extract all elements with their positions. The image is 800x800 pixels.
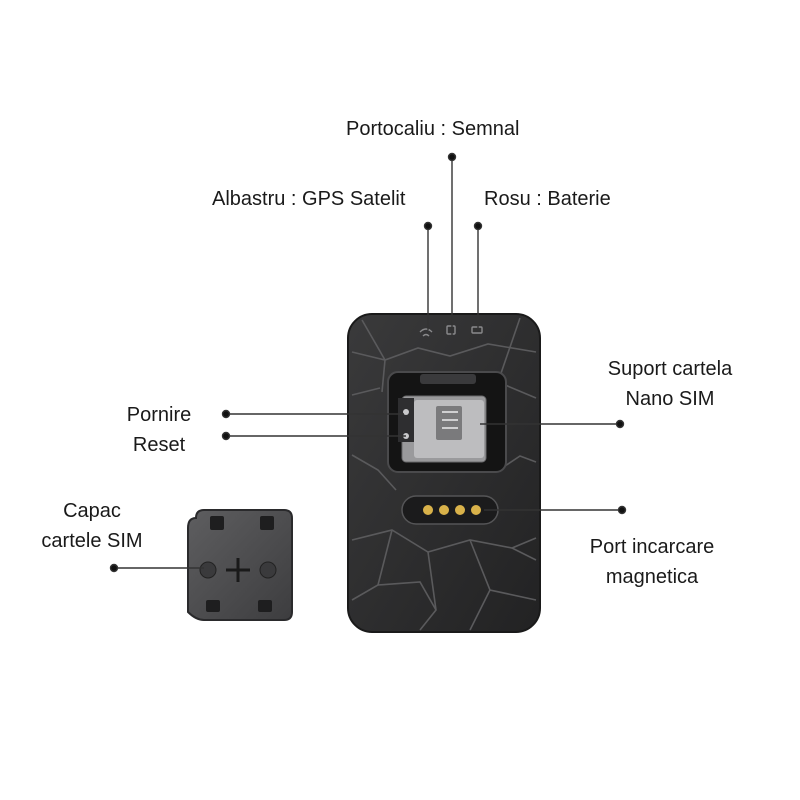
label-gps-satelit: Albastru : GPS Satelit [212, 188, 406, 210]
satellite-icon [446, 325, 456, 335]
nano-sim-slot [398, 395, 487, 463]
battery-icon [471, 326, 483, 334]
label-semnal: Portocaliu : Semnal [346, 118, 520, 140]
label-capac: Capac [63, 500, 121, 522]
magnetic-charging-port [401, 495, 499, 525]
label-cartele-sim: cartele SIM [41, 530, 143, 552]
label-nano-sim: Nano SIM [625, 388, 715, 410]
label-pornire: Pornire [126, 404, 192, 426]
sim-cover [187, 509, 293, 621]
label-suport-cartela: Suport cartela [607, 358, 733, 380]
plus-icon [226, 558, 250, 582]
wifi-signal-icon [419, 328, 433, 337]
label-baterie: Rosu : Baterie [484, 188, 611, 210]
leader-lines [109, 152, 627, 573]
gps-tracker-device [347, 313, 541, 633]
label-reset: Reset [132, 434, 186, 456]
label-port-incarcare: Port incarcare [589, 536, 715, 558]
label-magnetica: magnetica [605, 566, 699, 588]
